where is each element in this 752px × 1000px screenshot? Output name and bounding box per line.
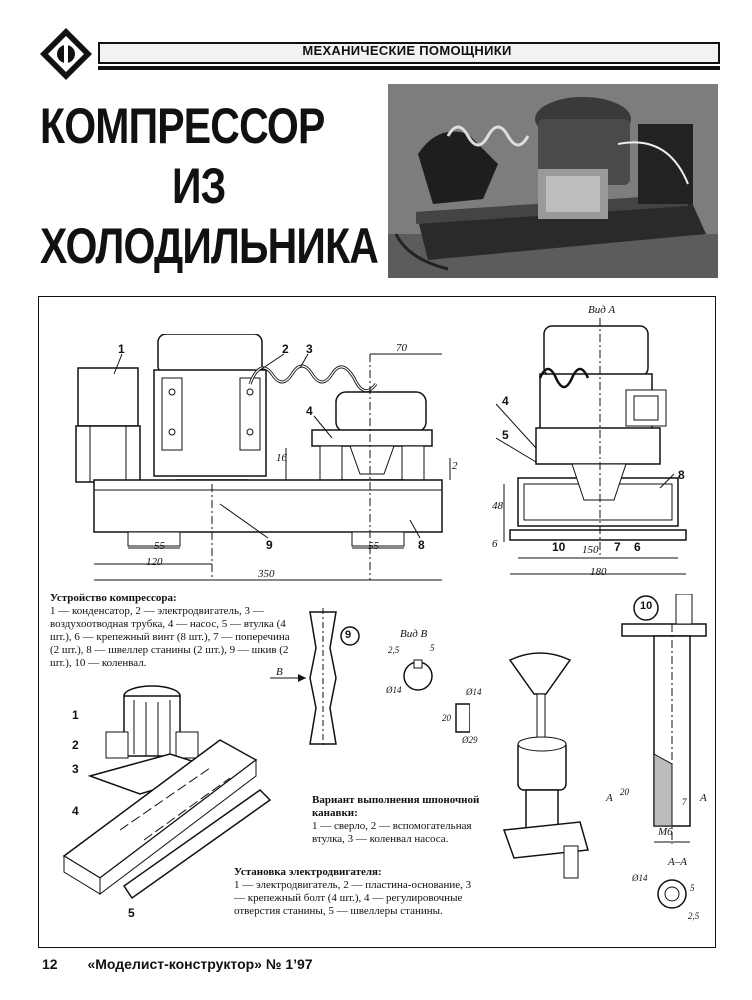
mount-callout-1: 1 bbox=[72, 708, 79, 722]
dim-shaft-5: 5 bbox=[690, 883, 695, 893]
side-view-drawing bbox=[496, 318, 687, 575]
motor-caption-heading: Установка электродвигателя: bbox=[234, 866, 382, 878]
mount-callout-2: 2 bbox=[72, 738, 79, 752]
dim-5: 5 bbox=[430, 643, 435, 653]
view-b-label: Вид В bbox=[400, 628, 428, 640]
device-caption: Устройство компрессора: 1 — конденсатор,… bbox=[50, 592, 296, 670]
dim-20: 20 bbox=[442, 713, 451, 723]
keyway-caption-heading: Вариант выполнения шпоночной канавки: bbox=[312, 794, 480, 819]
footer: 12 «Моделист-конструктор» № 1’97 bbox=[42, 956, 313, 972]
rubric: МЕХАНИЧЕСКИЕ ПОМОЩНИКИ bbox=[302, 43, 512, 58]
title-line-2: ИЗ bbox=[172, 158, 226, 214]
detail-10-number: 10 bbox=[640, 600, 653, 612]
dim-shaft-7: 7 bbox=[682, 797, 687, 807]
motor-caption: Установка электродвигателя: 1 — электрод… bbox=[234, 866, 484, 918]
section-a-right: А bbox=[700, 792, 707, 804]
dim-d29: Ø29 bbox=[462, 735, 478, 745]
arrow-b-label: В bbox=[276, 666, 283, 678]
mount-callout-3: 3 bbox=[72, 762, 79, 776]
dim-48: 48 bbox=[492, 500, 503, 512]
dim-70: 70 bbox=[396, 342, 407, 354]
mount-callout-5: 5 bbox=[128, 906, 135, 920]
keyway-drill-drawing bbox=[502, 652, 589, 879]
dim-350: 350 bbox=[258, 568, 275, 580]
keyway-caption-body: 1 — сверло, 2 — вспомогательная втулка, … bbox=[312, 820, 472, 845]
section-a-left: А bbox=[606, 792, 613, 804]
side-callout-5: 5 bbox=[502, 428, 509, 442]
callout-9: 9 bbox=[266, 538, 273, 552]
side-callout-4: 4 bbox=[502, 394, 509, 408]
section-aa-label: А–А bbox=[668, 856, 687, 868]
side-callout-8: 8 bbox=[678, 468, 685, 482]
dim-180: 180 bbox=[590, 566, 607, 578]
motor-mount-drawing bbox=[62, 685, 272, 900]
keyway-caption: Вариант выполнения шпоночной канавки: 1 … bbox=[312, 794, 496, 846]
callout-1: 1 bbox=[118, 342, 125, 356]
dim-55-right: 55 bbox=[368, 540, 379, 552]
dim-16: 16 bbox=[276, 452, 287, 464]
dim-shaft-2-5: 2,5 bbox=[688, 911, 700, 921]
view-a-label: Вид А bbox=[588, 304, 616, 316]
dim-120: 120 bbox=[146, 556, 163, 568]
motor-caption-body: 1 — электродвигатель, 2 — пластина-основ… bbox=[234, 879, 472, 917]
dim-m6: М6 bbox=[658, 826, 673, 838]
pulley-detail-drawing bbox=[270, 608, 470, 748]
crankshaft-detail-drawing bbox=[621, 594, 707, 909]
drawing-frame bbox=[38, 296, 716, 948]
dim-d14-b: Ø14 bbox=[466, 687, 482, 697]
rubric-bar bbox=[98, 42, 720, 70]
device-caption-body: 1 — конденсатор, 2 — электродвигатель, 3… bbox=[50, 605, 290, 669]
callout-8: 8 bbox=[418, 538, 425, 552]
callout-2: 2 bbox=[282, 342, 289, 356]
page-number: 12 bbox=[42, 956, 58, 972]
side-callout-6: 6 bbox=[634, 540, 641, 554]
title-line-1: КОМПРЕССОР bbox=[40, 98, 325, 154]
dim-55-left: 55 bbox=[154, 540, 165, 552]
callout-3: 3 bbox=[306, 342, 313, 356]
side-callout-10: 10 bbox=[552, 540, 566, 554]
dim-2-5: 2,5 bbox=[388, 645, 400, 655]
dim-6: 6 bbox=[492, 538, 498, 550]
front-view-drawing bbox=[75, 334, 451, 581]
journal-name: «Моделист-конструктор» № 1’97 bbox=[87, 956, 313, 972]
dim-shaft-20: 20 bbox=[620, 787, 629, 797]
compressor-photo bbox=[388, 84, 718, 278]
detail-9-number: 9 bbox=[345, 629, 352, 641]
dim-2: 2 bbox=[452, 460, 458, 472]
dim-d14-a: Ø14 bbox=[386, 685, 402, 695]
title-line-3: ХОЛОДИЛЬНИКА bbox=[40, 218, 379, 274]
dim-shaft-d14: Ø14 bbox=[632, 873, 648, 883]
dim-150: 150 bbox=[582, 544, 599, 556]
callout-4: 4 bbox=[306, 404, 313, 418]
journal-logo bbox=[40, 28, 92, 80]
mount-callout-4: 4 bbox=[72, 804, 79, 818]
side-callout-7: 7 bbox=[614, 540, 621, 554]
device-caption-heading: Устройство компрессора: bbox=[50, 592, 177, 604]
